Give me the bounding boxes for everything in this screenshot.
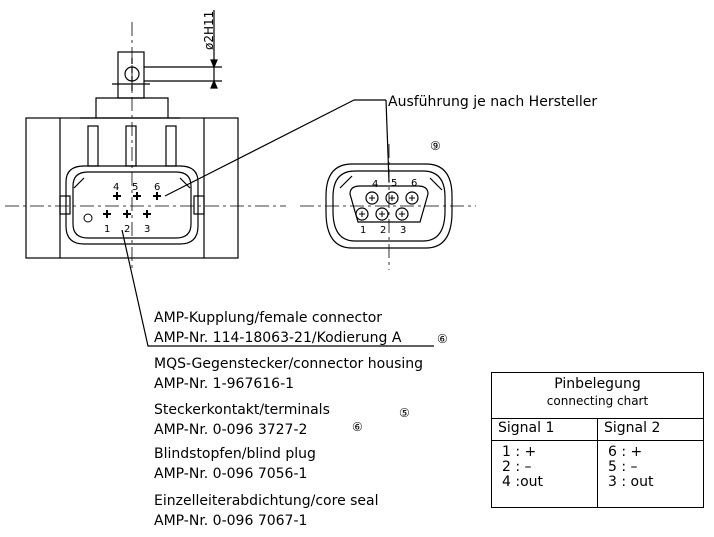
pin-label: 1 [104,224,110,235]
pin-4 [113,192,121,200]
pin-chart-row: 5 : – [608,459,638,475]
sensor-neck [80,97,180,119]
pin-label: 3 [144,224,150,235]
pin-label: 4 [372,179,378,190]
pin-2 [123,210,131,218]
pin-chart-row: 6 : + [608,444,643,460]
right-connector-pins [355,191,419,221]
pin-5 [133,192,141,200]
part-blind-plug-number: AMP-Nr. 0-096 7056-1 [154,466,308,482]
note-6: ⑥ [437,332,448,346]
part-connector-housing: MQS-Gegenstecker/connector housing [154,356,424,372]
part-blind-plug: Blindstopfen/blind plug [154,446,316,462]
part-connector-housing-number: AMP-Nr. 1-967616-1 [154,376,295,392]
pin-chart-row: 1 : + [502,444,537,460]
pin-chart-col1: Signal 1 [491,418,598,441]
keying-hole [83,213,93,223]
pin-label: 3 [400,225,406,236]
left-connector-pins [83,192,161,223]
part-female-connector: AMP-Kupplung/female connector [154,310,383,326]
pin-1 [103,210,111,218]
variant-callout: Ausführung je nach Hersteller [388,94,598,110]
note-6: ⑥ [352,420,363,434]
pin-label: 1 [360,225,366,236]
note-5: ⑤ [399,406,410,420]
pin-label: 4 [113,182,119,193]
pin-chart-row: 4 :out [502,474,544,490]
pin-label: 2 [124,224,130,235]
pin-chart-col2-values: 6 : + 5 : – 3 : out [597,440,704,508]
pin-chart: Pinbelegung connecting chart Signal 1 Si… [491,372,704,508]
pin-chart-row: 2 : – [502,459,532,475]
note-9: ⑨ [430,139,441,153]
pin-chart-row: 3 : out [608,474,654,490]
pin-label: 5 [132,182,138,193]
left-connector-outline [59,165,205,245]
part-terminals-number: AMP-Nr. 0-096 3727-2 [154,422,308,438]
pin-numbers: 4 5 6 1 2 3 4 5 6 1 2 3 [104,178,417,236]
pin-label: 6 [411,178,417,189]
pin-chart-col1-values: 1 : + 2 : – 4 :out [491,440,598,508]
pin-chart-col2: Signal 2 [597,418,704,441]
part-core-seal-number: AMP-Nr. 0-096 7067-1 [154,513,308,529]
pin-label: 6 [154,182,160,193]
part-female-connector-number: AMP-Nr. 114-18063-21/Kodierung A [154,330,402,346]
pin-chart-subtitle: connecting chart [546,394,649,408]
pin-6 [153,192,161,200]
diameter-label: ø2H11 [202,11,216,50]
pin-chart-header: Pinbelegung connecting chart [491,372,704,419]
part-core-seal: Einzelleiterabdichtung/core seal [154,493,379,509]
pin-3 [143,210,151,218]
part-terminals: Steckerkontakt/terminals [154,402,330,418]
pin-label: 5 [391,178,397,189]
pin-chart-title: Pinbelegung [554,376,641,392]
pin-label: 2 [380,225,386,236]
right-connector-outline [325,163,453,249]
